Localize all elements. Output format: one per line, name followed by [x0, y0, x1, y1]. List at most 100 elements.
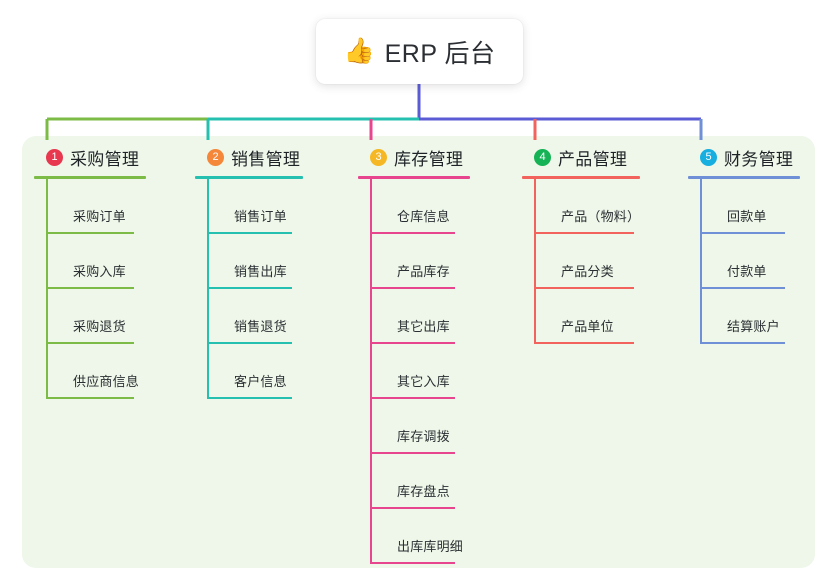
list-item-underline	[46, 342, 134, 344]
list-item[interactable]: 仓库信息	[370, 179, 470, 234]
column-index-badge: 1	[46, 148, 63, 166]
list-item-label: 仓库信息	[397, 209, 450, 224]
root-node-title: ERP 后台	[384, 39, 496, 68]
column-index-badge: 4	[534, 148, 551, 166]
list-item-underline	[207, 287, 292, 289]
list-item-label: 供应商信息	[73, 374, 140, 389]
list-item-underline	[370, 507, 455, 509]
list-item-label: 出库库明细	[397, 539, 464, 554]
thumbs-up-icon: 👍	[343, 37, 375, 65]
list-item-underline	[534, 342, 634, 344]
list-item-underline	[370, 342, 455, 344]
column-underline	[522, 176, 640, 179]
list-item[interactable]: 销售订单	[207, 179, 303, 234]
list-item[interactable]: 回款单	[700, 179, 800, 234]
list-item-label: 销售出库	[234, 264, 287, 279]
column-index-badge: 3	[370, 148, 387, 166]
list-item[interactable]: 出库库明细	[370, 509, 470, 564]
list-item[interactable]: 库存调拨	[370, 399, 470, 454]
column-underline	[358, 176, 470, 179]
list-item[interactable]: 销售退货	[207, 289, 303, 344]
list-item-underline	[700, 287, 785, 289]
branch-trunk-line	[370, 179, 372, 564]
list-item[interactable]: 客户信息	[207, 344, 303, 399]
list-item-label: 采购订单	[73, 209, 126, 224]
list-item-label: 回款单	[727, 209, 767, 224]
list-item-label: 产品分类	[561, 264, 614, 279]
root-node-card[interactable]: 👍 ERP 后台	[316, 19, 523, 84]
column-title: 产品管理	[558, 149, 628, 169]
list-item[interactable]: 产品库存	[370, 234, 470, 289]
column-underline	[688, 176, 800, 179]
column-header[interactable]: 4 产品管理	[522, 145, 640, 169]
list-item[interactable]: 产品分类	[534, 234, 640, 289]
column-采购管理: 1 采购管理采购订单采购入库采购退货供应商信息	[34, 145, 146, 399]
list-item-underline	[207, 397, 292, 399]
list-item-label: 其它出库	[397, 319, 450, 334]
column-item-list: 销售订单销售出库销售退货客户信息	[207, 179, 303, 399]
column-title: 销售管理	[231, 149, 301, 169]
column-财务管理: 5 财务管理回款单付款单结算账户	[688, 145, 800, 344]
list-item-underline	[370, 287, 455, 289]
list-item[interactable]: 产品（物料）	[534, 179, 641, 234]
list-item-label: 采购入库	[73, 264, 126, 279]
list-item-label: 产品（物料）	[561, 209, 641, 224]
column-销售管理: 2 销售管理销售订单销售出库销售退货客户信息	[195, 145, 303, 399]
list-item-underline	[534, 287, 634, 289]
list-item-underline	[534, 232, 634, 234]
list-item[interactable]: 采购订单	[46, 179, 146, 234]
column-header[interactable]: 1 采购管理	[34, 145, 146, 169]
list-item-label: 库存盘点	[397, 484, 450, 499]
column-header[interactable]: 5 财务管理	[688, 145, 800, 169]
column-产品管理: 4 产品管理产品（物料） 产品分类产品单位	[522, 145, 640, 344]
column-title: 财务管理	[724, 149, 794, 169]
column-header[interactable]: 3 库存管理	[358, 145, 470, 169]
root-node-inner: 👍 ERP 后台	[343, 34, 495, 70]
list-item-label: 其它入库	[397, 374, 450, 389]
list-item[interactable]: 采购入库	[46, 234, 146, 289]
list-item[interactable]: 库存盘点	[370, 454, 470, 509]
list-item-label: 销售退货	[234, 319, 287, 334]
list-item-underline	[700, 232, 785, 234]
list-item-underline	[207, 342, 292, 344]
column-title: 采购管理	[70, 149, 140, 169]
list-item[interactable]: 供应商信息	[46, 344, 146, 399]
branch-trunk-line	[207, 179, 209, 399]
list-item[interactable]: 采购退货	[46, 289, 146, 344]
column-item-list: 仓库信息产品库存其它出库其它入库库存调拨库存盘点出库库明细	[370, 179, 470, 564]
list-item[interactable]: 销售出库	[207, 234, 303, 289]
list-item-underline	[46, 287, 134, 289]
list-item[interactable]: 产品单位	[534, 289, 640, 344]
column-underline	[195, 176, 303, 179]
list-item-underline	[370, 397, 455, 399]
branch-trunk-line	[46, 179, 48, 399]
list-item[interactable]: 付款单	[700, 234, 800, 289]
list-item-label: 销售订单	[234, 209, 287, 224]
list-item-underline	[370, 232, 455, 234]
branch-trunk-line	[534, 179, 536, 344]
list-item-underline	[46, 397, 134, 399]
list-item-underline	[370, 452, 455, 454]
column-item-list: 产品（物料） 产品分类产品单位	[534, 179, 640, 344]
column-title: 库存管理	[394, 149, 464, 169]
column-item-list: 回款单付款单结算账户	[700, 179, 800, 344]
list-item-underline	[370, 562, 455, 564]
list-item[interactable]: 其它入库	[370, 344, 470, 399]
list-item-underline	[46, 232, 134, 234]
list-item-label: 付款单	[727, 264, 767, 279]
list-item-label: 产品单位	[561, 319, 614, 334]
list-item-label: 采购退货	[73, 319, 126, 334]
column-index-badge: 2	[207, 148, 224, 166]
column-index-badge: 5	[700, 148, 717, 166]
list-item-underline	[207, 232, 292, 234]
list-item-label: 结算账户	[727, 319, 780, 334]
column-库存管理: 3 库存管理仓库信息产品库存其它出库其它入库库存调拨库存盘点出库库明细	[358, 145, 470, 564]
list-item[interactable]: 其它出库	[370, 289, 470, 344]
list-item[interactable]: 结算账户	[700, 289, 800, 344]
list-item-label: 库存调拨	[397, 429, 450, 444]
column-underline	[34, 176, 146, 179]
list-item-label: 客户信息	[234, 374, 287, 389]
column-header[interactable]: 2 销售管理	[195, 145, 303, 169]
